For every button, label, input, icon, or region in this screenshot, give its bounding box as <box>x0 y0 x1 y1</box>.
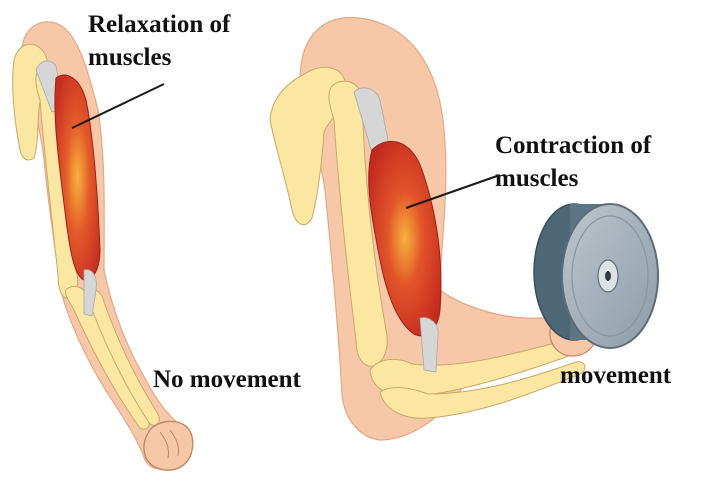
relaxation-label-line2: muscles <box>88 43 171 73</box>
relaxed-arm <box>13 22 193 470</box>
relaxed-fist <box>144 421 193 470</box>
relaxation-label-line1: Relaxation of <box>88 10 230 40</box>
contraction-label-line2: muscles <box>495 164 578 194</box>
movement-label: movement <box>560 361 671 391</box>
weight-plate <box>534 204 658 348</box>
no-movement-label: No movement <box>153 365 301 395</box>
contraction-label-line1: Contraction of <box>495 131 651 161</box>
